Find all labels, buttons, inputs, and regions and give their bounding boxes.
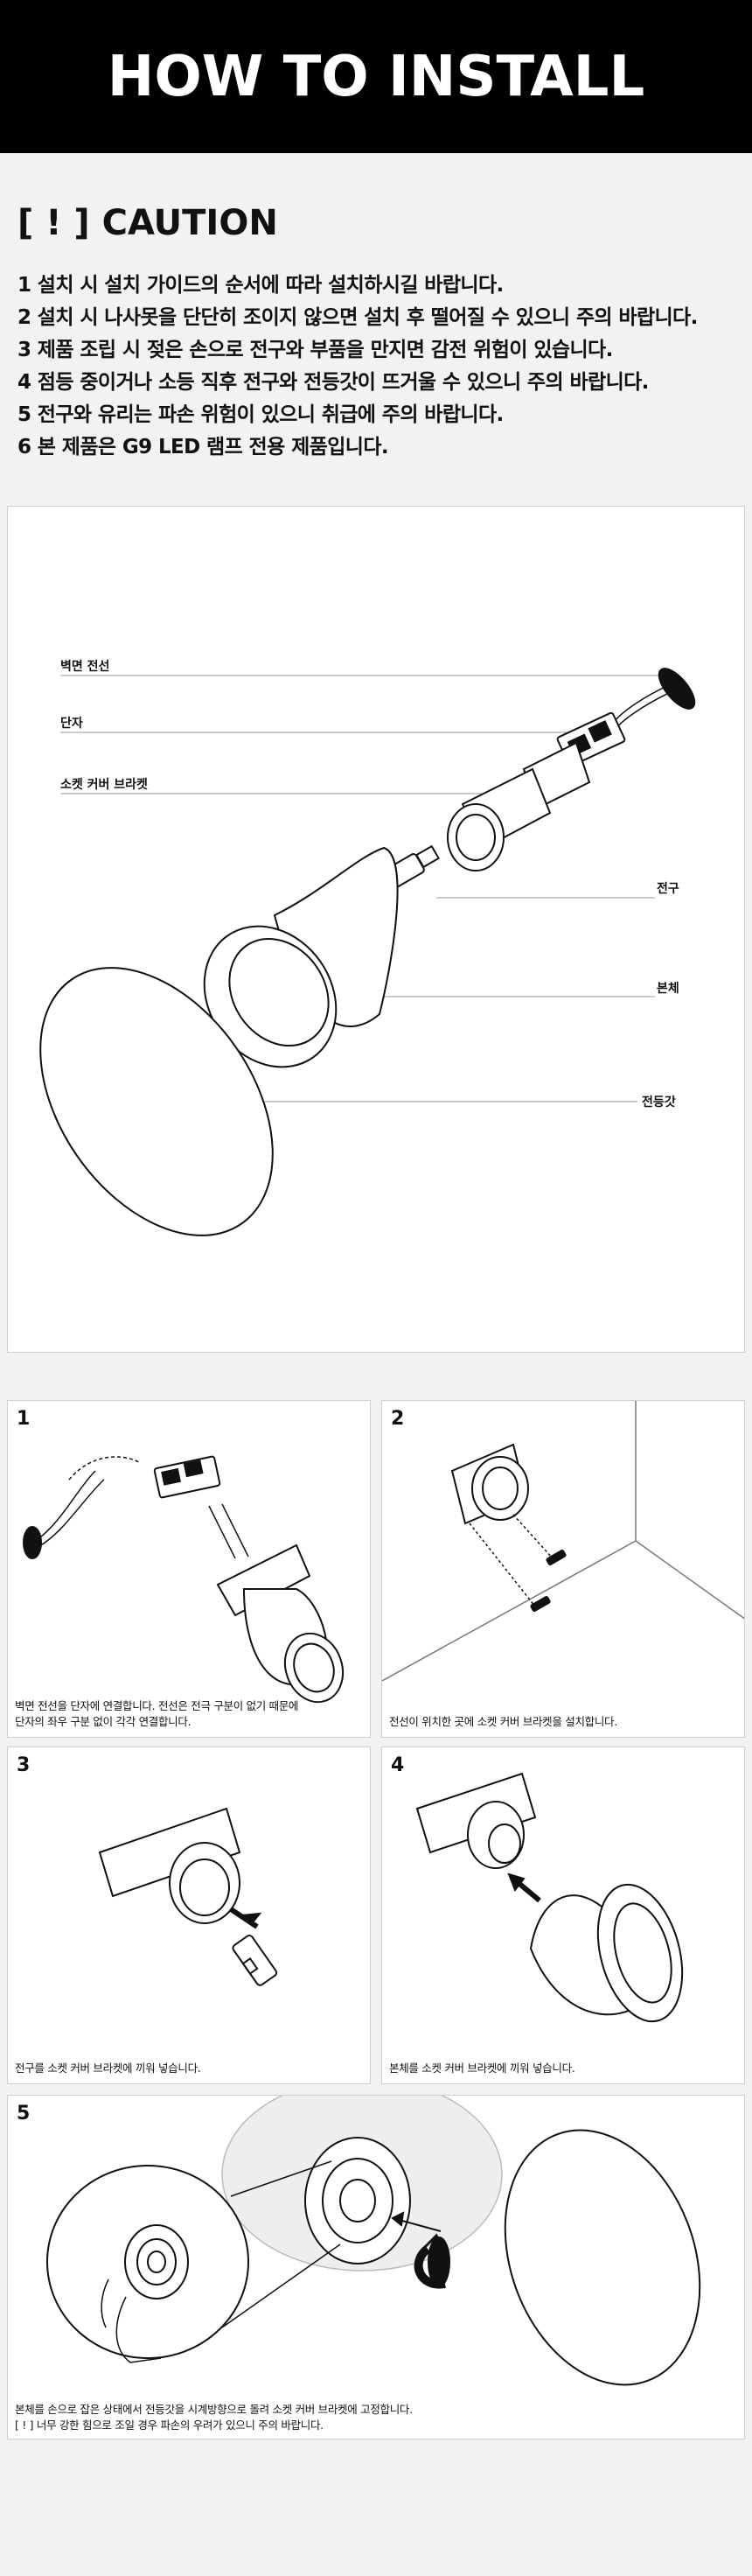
step-1-illustration <box>23 1455 345 1704</box>
step-3-panel: 3 전구를 소켓 커버 브라켓에 끼워 넣습니다. <box>7 1746 371 2084</box>
caption-line: 본체를 손으로 잡은 상태에서 전등갓을 시계방향으로 돌려 소켓 커버 브라켓… <box>15 2403 413 2416</box>
label-body: 본체 <box>657 982 679 996</box>
caution-item: 1 설치 시 설치 가이드의 순서에 따라 설치하시길 바랍니다. <box>17 274 504 297</box>
caution-section: [ ! ] CAUTION 1 설치 시 설치 가이드의 순서에 따라 설치하시… <box>17 203 735 464</box>
step-caption: 전선이 위치한 곳에 소켓 커버 브라켓을 설치합니다. <box>389 1714 617 1730</box>
caption-line: 본체를 소켓 커버 브라켓에 끼워 넣습니다. <box>389 2062 575 2075</box>
exploded-diagram <box>39 668 696 1236</box>
exploded-diagram-panel: 벽면 전선 단자 소켓 커버 브라켓 전구 본체 전등갓 <box>7 506 745 1353</box>
step-number: 1 <box>17 1408 31 1430</box>
page-header: HOW TO INSTALL <box>0 0 752 153</box>
step-number: 5 <box>17 2103 31 2124</box>
step-caption: 전구를 소켓 커버 브라켓에 끼워 넣습니다. <box>15 2061 201 2076</box>
caption-line: 벽면 전선을 단자에 연결합니다. 전선은 전극 구분이 없기 때문에 <box>15 1699 299 1712</box>
caption-line: 전선이 위치한 곳에 소켓 커버 브라켓을 설치합니다. <box>389 1715 617 1728</box>
caption-line: [ ! ] 너무 강한 힘으로 조일 경우 파손의 우려가 있으니 주의 바랍니… <box>15 2418 324 2432</box>
step-5-illustration <box>46 2096 701 2386</box>
label-terminal: 단자 <box>60 717 83 731</box>
label-bracket: 소켓 커버 브라켓 <box>60 778 148 792</box>
caution-item: 4 점등 중이거나 소등 직후 전구와 전등갓이 뜨거울 수 있으니 주의 바랍… <box>17 371 649 394</box>
caption-line: 단자의 좌우 구분 없이 각각 연결합니다. <box>15 1715 191 1728</box>
step-caption: 벽면 전선을 단자에 연결합니다. 전선은 전극 구분이 없기 때문에 단자의 … <box>15 1698 299 1730</box>
label-wall-wire: 벽면 전선 <box>60 660 110 674</box>
caution-list: 1 설치 시 설치 가이드의 순서에 따라 설치하시길 바랍니다. 2 설치 시… <box>17 270 735 464</box>
step-caption: 본체를 손으로 잡은 상태에서 전등갓을 시계방향으로 돌려 소켓 커버 브라켓… <box>15 2402 413 2433</box>
step-1-panel: 1 벽면 전선을 단자에 연결합니다. 전선은 전극 구분이 없기 때문에 단자… <box>7 1400 371 1738</box>
step-4-illustration <box>415 1772 684 2023</box>
caution-item: 2 설치 시 나사못을 단단히 조이지 않으면 설치 후 떨어질 수 있으니 주… <box>17 306 698 329</box>
step-number: 3 <box>17 1754 31 1776</box>
step-3-illustration <box>98 1807 278 1986</box>
step-4-panel: 4 본체를 소켓 커버 브라켓에 끼워 넣습니다. <box>381 1746 745 2084</box>
step-number: 2 <box>391 1408 405 1430</box>
step-2-panel: 2 전선이 위치한 곳에 소켓 커버 브라켓을 설치합니다. <box>381 1400 745 1738</box>
label-bulb: 전구 <box>657 882 679 896</box>
step-number: 4 <box>391 1754 405 1776</box>
label-shade: 전등갓 <box>642 1096 676 1110</box>
step-2-illustration <box>382 1401 744 1682</box>
caution-title: [ ! ] CAUTION <box>17 203 278 243</box>
page-title: HOW TO INSTALL <box>107 44 645 109</box>
caution-item: 6 본 제품은 G9 LED 램프 전용 제품입니다. <box>17 436 389 458</box>
caution-item: 5 전구와 유리는 파손 위험이 있으니 취급에 주의 바랍니다. <box>17 403 504 426</box>
step-5-panel: 5 본체를 손으로 잡은 상태에서 전등갓을 시계방향으로 돌려 소켓 커버 브… <box>7 2095 745 2440</box>
step-caption: 본체를 소켓 커버 브라켓에 끼워 넣습니다. <box>389 2061 575 2076</box>
caution-item: 3 제품 조립 시 젖은 손으로 전구와 부품을 만지면 감전 위험이 있습니다… <box>17 339 613 361</box>
caption-line: 전구를 소켓 커버 브라켓에 끼워 넣습니다. <box>15 2062 201 2075</box>
